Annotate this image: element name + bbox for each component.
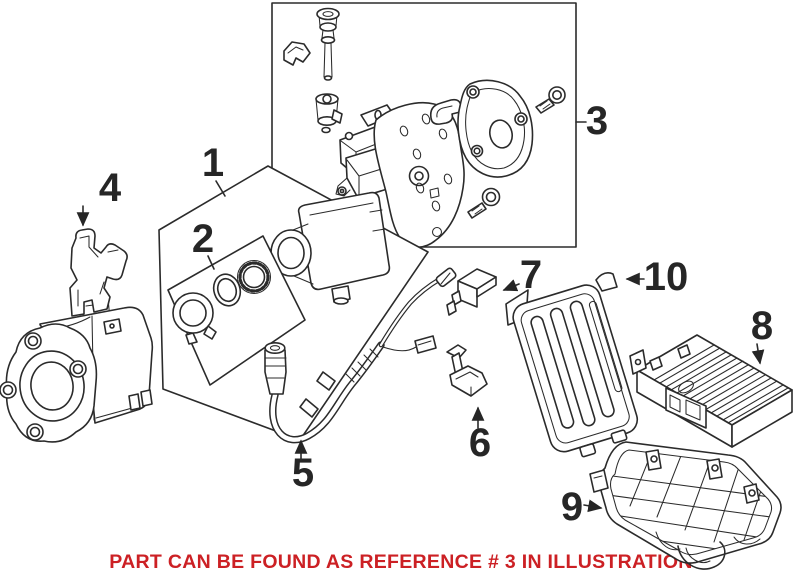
callout-2: 2 [192, 217, 215, 270]
callout-3: 3 [575, 99, 608, 143]
callout-1-leader [215, 180, 226, 197]
callout-1: 1 [202, 141, 226, 197]
kit-box-2-outline [167, 235, 306, 386]
mounting-bracket-4-part [69, 228, 128, 317]
callout-8-arrow [751, 343, 765, 365]
control-module-8-part [629, 334, 793, 448]
callout-7-arrow [502, 279, 520, 292]
retaining-clip-part [283, 41, 311, 66]
footer-note: PART CAN BE FOUND AS REFERENCE # 3 IN IL… [109, 551, 692, 573]
callout-4-label: 4 [99, 166, 122, 210]
callout-9-label: 9 [561, 485, 583, 529]
callout-2-leader [207, 255, 215, 270]
check-valve-part [315, 93, 343, 134]
callout-9-arrow [583, 499, 603, 513]
adapter-plate-part [457, 79, 534, 178]
callout-6-label: 6 [469, 421, 491, 465]
callout-8-label: 8 [751, 304, 773, 348]
sensor-cable-part [264, 267, 457, 444]
callout-6: 6 [469, 406, 491, 465]
callout-3-label: 3 [586, 99, 608, 143]
callout-7: 7 [502, 253, 542, 297]
callout-1-label: 1 [202, 141, 224, 185]
callout-10-label: 10 [644, 255, 689, 299]
camera-actuator-part [270, 191, 391, 305]
vacuum-pump-part [0, 297, 154, 443]
callout-5-label: 5 [292, 451, 314, 495]
callout-2-label: 2 [192, 217, 214, 261]
mounting-plate-part [373, 101, 465, 249]
callouts: 1 2 3 4 5 6 7 [76, 99, 773, 529]
callout-10: 10 [625, 255, 689, 299]
callout-7-label: 7 [520, 253, 542, 297]
callout-8: 8 [751, 304, 773, 365]
seal-ring-set [172, 259, 272, 345]
bracket-7-part [446, 268, 497, 316]
module-cover-10-part [505, 272, 639, 458]
screw-bottom [467, 187, 501, 219]
bracket-6-part [446, 344, 488, 397]
module-tray-9-part [589, 441, 782, 570]
callout-4: 4 [76, 166, 122, 227]
screw-top-right [535, 86, 566, 114]
callout-5: 5 [292, 439, 314, 495]
dipstick-part [316, 7, 340, 81]
callout-9: 9 [561, 485, 603, 529]
